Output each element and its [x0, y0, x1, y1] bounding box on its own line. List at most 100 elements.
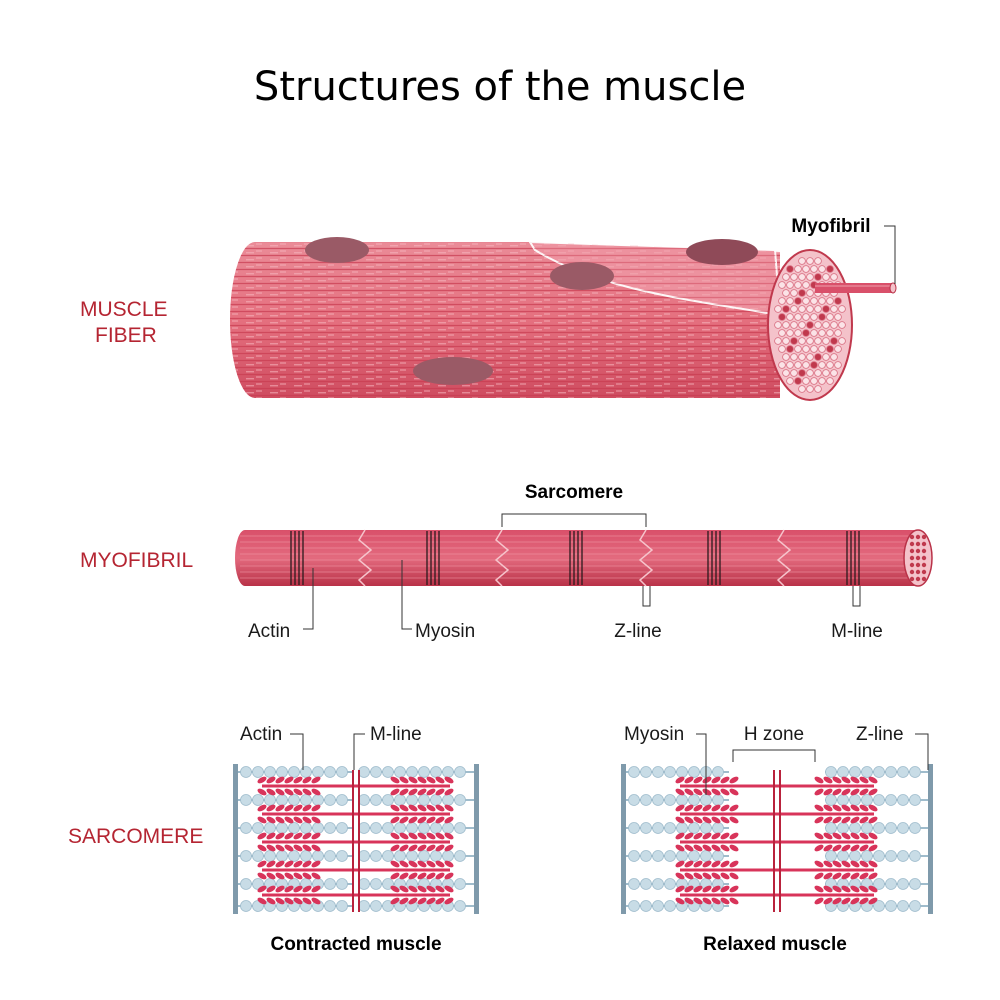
actin-bead — [264, 766, 276, 778]
actin-bead — [240, 900, 252, 912]
h-zone-bracket — [732, 749, 816, 762]
nucleus — [686, 239, 758, 265]
z-line-mark — [638, 529, 654, 587]
actin-bead — [324, 878, 336, 890]
actin-bead — [264, 822, 276, 834]
z-line-mark — [357, 529, 373, 587]
actin-bead — [418, 794, 430, 806]
actin-bead — [873, 850, 885, 862]
actin-bead — [640, 878, 652, 890]
actin-bead — [324, 900, 336, 912]
actin-bead — [849, 794, 861, 806]
actin-bead — [370, 766, 382, 778]
actin-bead — [849, 822, 861, 834]
actin-bead — [688, 766, 700, 778]
actin-bead — [909, 850, 921, 862]
actin-bead — [240, 878, 252, 890]
actin-bead — [676, 794, 688, 806]
actin-bead — [312, 850, 324, 862]
actin-bead — [324, 822, 336, 834]
actin-bead — [885, 900, 897, 912]
actin-bead — [312, 766, 324, 778]
actin-bead — [276, 794, 288, 806]
actin-bead — [664, 822, 676, 834]
section-label-muscle-fiber-line2: FIBER — [95, 324, 157, 347]
section-label-sarcomere: SARCOMERE — [68, 825, 203, 848]
actin-bead — [240, 794, 252, 806]
actin-bead — [628, 766, 640, 778]
actin-bead — [240, 766, 252, 778]
actin-bead — [394, 822, 406, 834]
actin-bead — [700, 822, 712, 834]
actin-bead — [288, 766, 300, 778]
actin-bead — [418, 850, 430, 862]
actin-bead — [652, 878, 664, 890]
actin-bead — [861, 822, 873, 834]
actin-bead — [382, 822, 394, 834]
contracted-sarcomere: Actin M-line Contracted muscle — [233, 724, 479, 955]
actin-bead — [382, 766, 394, 778]
myofibril-cross-sections — [774, 257, 846, 393]
actin-bead — [885, 794, 897, 806]
actin-bead — [640, 766, 652, 778]
actin-bead — [652, 822, 664, 834]
actin-bead — [664, 878, 676, 890]
label-myofibril: Myofibril — [791, 216, 870, 237]
actin-bead — [861, 766, 873, 778]
actin-bead — [712, 822, 724, 834]
actin-bead — [288, 822, 300, 834]
actin-bead — [382, 794, 394, 806]
actin-bead — [897, 766, 909, 778]
actin-bead — [909, 878, 921, 890]
actin-bead — [300, 850, 312, 862]
actin-bead — [264, 850, 276, 862]
actin-bead — [252, 850, 264, 862]
z-line-mark — [776, 529, 792, 587]
actin-bead — [628, 900, 640, 912]
z-line — [621, 764, 626, 914]
actin-bead — [418, 822, 430, 834]
actin-bead — [430, 822, 442, 834]
actin-bead — [861, 850, 873, 862]
actin-bead — [652, 794, 664, 806]
actin-bead — [664, 794, 676, 806]
actin-bead — [837, 850, 849, 862]
actin-bead — [406, 794, 418, 806]
actin-bead — [640, 794, 652, 806]
actin-bead — [873, 822, 885, 834]
label-m-line: M-line — [831, 621, 883, 642]
actin-bead — [664, 766, 676, 778]
sarcomere-bracket — [501, 513, 647, 527]
relaxed-sarcomere: Myosin H zone Z-line Relaxed muscle — [621, 724, 933, 955]
actin-bead — [336, 900, 348, 912]
actin-bead — [324, 794, 336, 806]
actin-bead — [454, 850, 466, 862]
muscle-fiber-section: MUSCLE FIBER Myofibril — [80, 216, 897, 401]
label-h-zone: H zone — [744, 724, 804, 745]
myofibril-illustration — [235, 529, 933, 587]
actin-bead — [712, 794, 724, 806]
z-line — [928, 764, 933, 914]
actin-bead — [336, 822, 348, 834]
actin-bead — [640, 850, 652, 862]
actin-bead — [276, 850, 288, 862]
actin-bead — [370, 822, 382, 834]
z-line-mark — [494, 529, 510, 587]
actin-bead — [873, 900, 885, 912]
actin-bead — [252, 794, 264, 806]
actin-bead — [825, 850, 837, 862]
actin-bead — [454, 794, 466, 806]
label-sarcomere: Sarcomere — [525, 482, 623, 503]
actin-bead — [628, 850, 640, 862]
actin-bead — [252, 766, 264, 778]
actin-bead — [324, 850, 336, 862]
actin-bead — [312, 794, 324, 806]
actin-bead — [442, 850, 454, 862]
actin-bead — [897, 822, 909, 834]
actin-bead — [712, 850, 724, 862]
actin-bead — [300, 794, 312, 806]
actin-bead — [358, 822, 370, 834]
actin-bead — [664, 850, 676, 862]
actin-bead — [370, 850, 382, 862]
actin-bead — [652, 766, 664, 778]
